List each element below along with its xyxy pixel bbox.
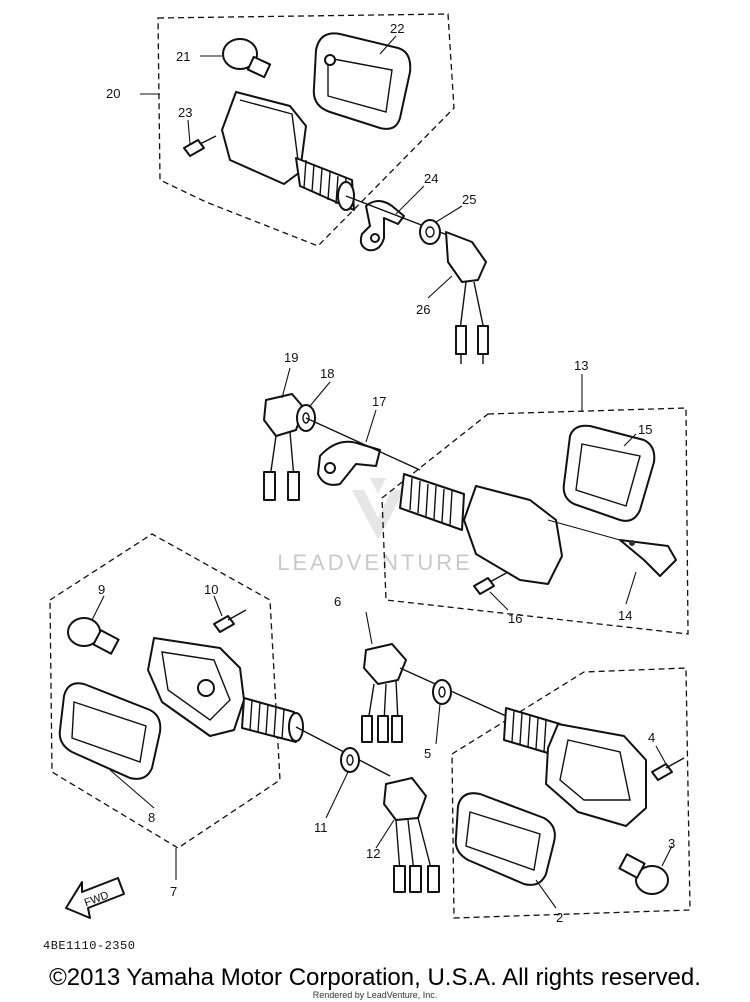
connector-12 <box>383 777 440 893</box>
lower-left-flasher-assembly <box>49 533 440 893</box>
lens-2 <box>454 792 556 886</box>
callout-10: 10 <box>204 582 218 597</box>
bulb-9 <box>67 617 120 655</box>
drawing-code: 4BE1110-2350 <box>43 939 136 953</box>
copyright-notice: ©2013 Yamaha Motor Corporation, U.S.A. A… <box>49 964 701 991</box>
bracket-17 <box>305 417 421 486</box>
callout-13: 13 <box>574 358 588 373</box>
callout-16: 16 <box>508 611 522 626</box>
fwd-direction-arrow: FWD <box>65 877 125 919</box>
callout-3: 3 <box>668 836 675 851</box>
lower-right-flasher-assembly <box>361 643 691 919</box>
callout-labels: 20 21 22 23 24 25 26 19 18 17 13 15 14 1… <box>98 21 675 925</box>
bulb-3 <box>618 853 669 895</box>
housing-top <box>221 91 355 211</box>
watermark-text: LEADVENTURE <box>277 550 473 575</box>
leader-lines <box>91 35 673 909</box>
callout-6: 6 <box>334 594 341 609</box>
callout-5: 5 <box>424 746 431 761</box>
callout-25: 25 <box>462 192 476 207</box>
screw-16 <box>473 571 509 595</box>
lens-22 <box>312 32 412 130</box>
assembly-1-outline <box>451 667 691 919</box>
nut-5 <box>399 667 507 717</box>
connector-6 <box>361 643 407 743</box>
lens-15 <box>562 424 656 522</box>
callout-19: 19 <box>284 350 298 365</box>
callout-17: 17 <box>372 394 386 409</box>
nut-25 <box>419 219 441 245</box>
lens-8 <box>58 682 162 780</box>
connector-19 <box>263 393 305 501</box>
callout-21: 21 <box>176 49 190 64</box>
connector-26 <box>445 231 489 364</box>
rendered-by-notice: Rendered by LeadVenture, Inc. <box>312 990 438 1000</box>
callout-23: 23 <box>178 105 192 120</box>
callout-18: 18 <box>320 366 334 381</box>
callout-24: 24 <box>424 171 438 186</box>
leadventure-watermark-logo <box>352 478 404 540</box>
callout-22: 22 <box>390 21 404 36</box>
housing-middle <box>399 473 563 585</box>
callout-20: 20 <box>106 86 120 101</box>
assembly-13-outline <box>381 407 689 635</box>
screw-23 <box>183 135 217 157</box>
housing-lower-right <box>503 707 647 827</box>
middle-flasher-assembly <box>263 393 689 635</box>
assembly-7-outline <box>49 533 281 849</box>
screw-10 <box>213 609 247 633</box>
callout-9: 9 <box>98 582 105 597</box>
housing-lower-left <box>147 637 304 743</box>
callout-8: 8 <box>148 810 155 825</box>
assembly-20-outline <box>157 13 455 247</box>
bulb-21 <box>222 38 272 79</box>
callout-2: 2 <box>556 910 563 925</box>
callout-11: 11 <box>314 820 328 835</box>
callout-12: 12 <box>366 846 380 861</box>
callout-7: 7 <box>170 884 177 899</box>
callout-26: 26 <box>416 302 430 317</box>
clip-14 <box>547 519 677 577</box>
nut-11 <box>295 726 391 777</box>
callout-15: 15 <box>638 422 652 437</box>
callout-14: 14 <box>618 608 632 623</box>
screw-4 <box>651 757 685 781</box>
top-flasher-assembly <box>157 13 489 364</box>
callout-4: 4 <box>648 730 655 745</box>
